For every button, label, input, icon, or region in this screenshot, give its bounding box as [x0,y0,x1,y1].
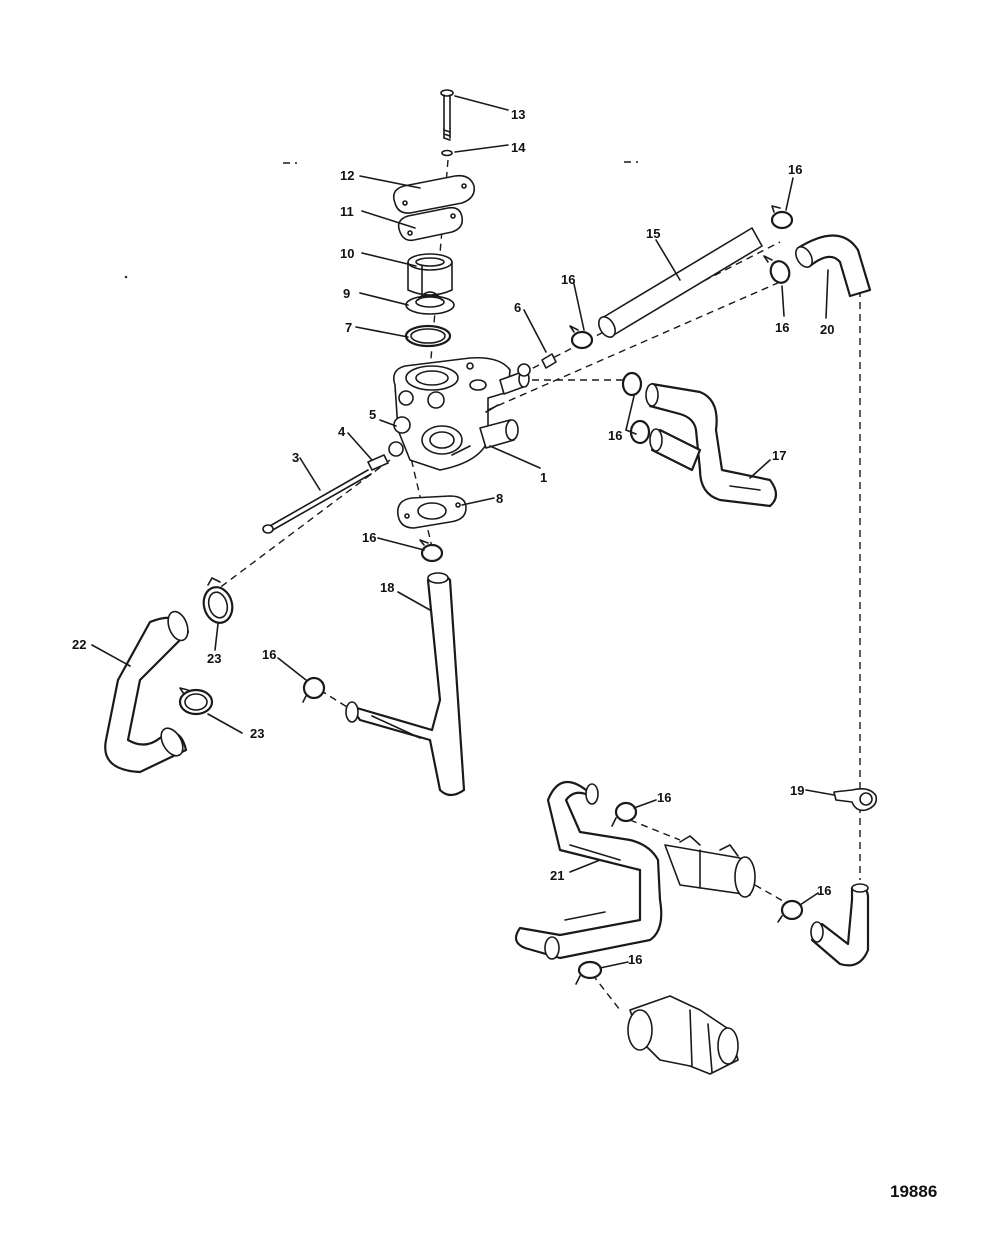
label-16-g: 16 [657,790,671,805]
bolt-part-13 [440,89,454,141]
clamp-16-top-right [770,205,794,230]
clamp-23-lower [178,687,214,716]
label-15: 15 [646,226,660,241]
label-16-i: 16 [628,952,642,967]
label-22: 22 [72,637,86,652]
label-6: 6 [514,300,521,315]
label-21: 21 [550,868,564,883]
label-10: 10 [340,246,354,261]
figure-number: 19886 [890,1182,937,1201]
label-1: 1 [540,470,547,485]
label-20: 20 [820,322,834,337]
clamp-16-upper [763,255,791,284]
label-16-c: 16 [775,320,789,335]
label-7: 7 [345,320,352,335]
label-13: 13 [511,107,525,122]
clamp-16-lower-a [611,801,638,827]
hose-clamps [178,205,804,985]
pump-assembly-lower [627,995,739,1075]
plug-part-5 [393,416,411,434]
label-12: 12 [340,168,354,183]
o-ring-part-7 [404,324,452,348]
gasket-part-8 [396,495,467,529]
thermostat-part-9 [405,291,455,315]
label-3: 3 [292,450,299,465]
hose-part-20 [795,234,872,298]
label-4: 4 [338,424,346,439]
label-5: 5 [369,407,376,422]
housing-part-10 [407,253,453,296]
label-19: 19 [790,783,804,798]
clamp-16-center [419,539,444,563]
clamp-16-right-b [629,419,651,445]
fitting-part-6 [517,353,557,377]
part-labels: 13 14 12 11 10 9 7 16 6 15 16 16 20 16 1… [72,107,937,1201]
clamp-16-right-a [621,371,643,397]
clamp-16-mid [569,325,594,350]
leader-lines [91,95,835,969]
label-14: 14 [511,140,526,155]
label-16-f: 16 [262,647,276,662]
cover-part-12 [392,174,476,214]
clamp-23-upper [202,577,234,624]
hose-part-15 [598,227,763,338]
clamp-16-lower-c [575,960,603,985]
clamp-part-19 [833,788,878,812]
gasket-part-11 [397,206,464,242]
label-23-a: 23 [207,651,221,666]
fitting-part-4 [367,441,404,471]
label-16-a: 16 [561,272,575,287]
hose-part-17 [645,382,778,508]
label-17: 17 [772,448,786,463]
label-16-d: 16 [608,428,622,443]
label-16-b: 16 [788,162,802,177]
rod-part-3 [262,469,372,534]
label-11: 11 [340,204,354,219]
hose-part-21 [514,780,663,960]
valve-assembly-upper [664,835,756,898]
washer-part-14 [441,149,453,157]
clamp-16-left-mid [302,676,326,703]
label-18: 18 [380,580,394,595]
stray-mark [124,275,128,279]
label-23-b: 23 [250,726,264,741]
hose-part-18 [345,572,466,797]
label-9: 9 [343,286,350,301]
hose-part-22 [104,610,190,774]
label-8: 8 [496,491,503,506]
label-16-e: 16 [362,530,376,545]
hose-lower-right-elbow [810,883,870,967]
assembly-guide-lines [209,159,861,1011]
thermostat-housing-part-1 [392,356,530,471]
label-16-h: 16 [817,883,831,898]
clamp-16-lower-b [777,899,804,923]
